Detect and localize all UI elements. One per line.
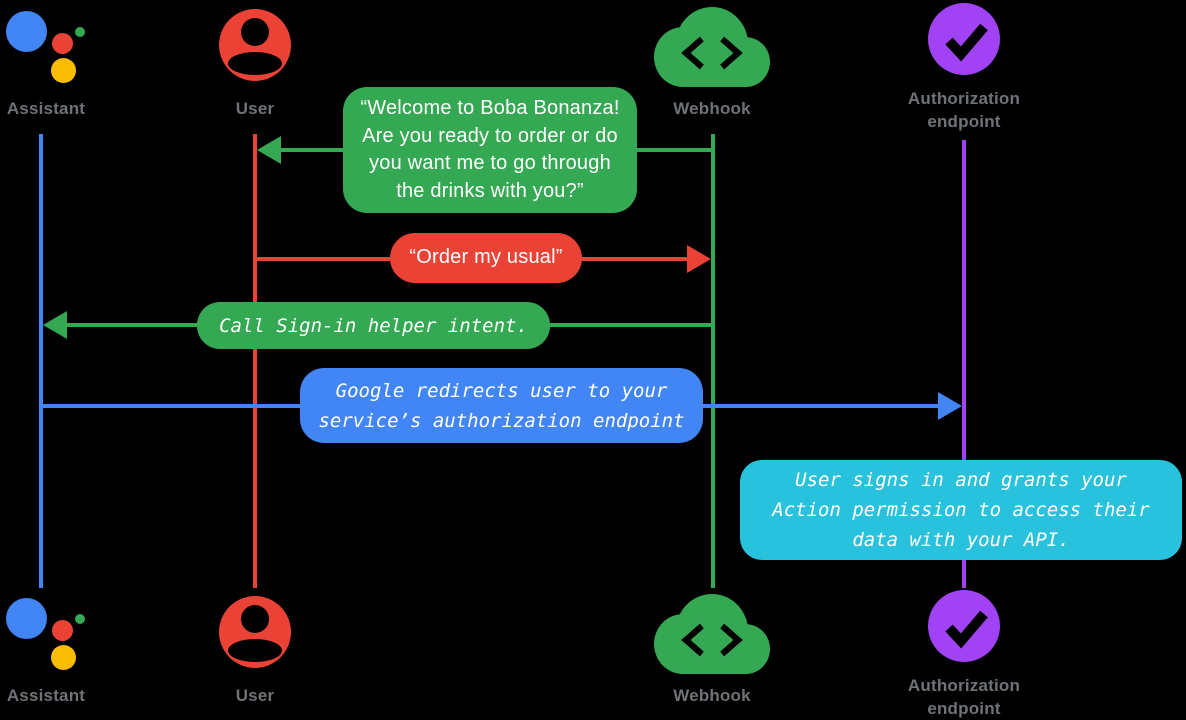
arrowhead-left-icon (43, 311, 67, 339)
authorization-endpoint-label-top: Authorization endpoint (894, 87, 1034, 133)
label-line: Authorization (907, 89, 1021, 108)
person-body-cutout (228, 639, 282, 662)
label-line: Authorization (907, 676, 1021, 695)
authorization-endpoint-label-bottom: Authorization endpoint (894, 674, 1034, 720)
assistant-blue-circle (6, 11, 47, 52)
message-bubble-welcome: “Welcome to Boba Bonanza! Are you ready … (343, 87, 637, 213)
user-person-icon-bottom (219, 596, 291, 668)
bubble-text-line: Call Sign-in helper intent. (219, 314, 528, 337)
bubble-text-line: Google redirects user to your (335, 379, 668, 402)
message-bubble-order: “Order my usual” (390, 233, 582, 283)
arrowhead-right-icon (687, 245, 711, 273)
authorization-checkmark-circle-icon-top (928, 3, 1000, 75)
assistant-label-bottom: Assistant (6, 686, 86, 705)
assistant-blue-circle (6, 598, 47, 639)
bubble-text-line: Are you ready to order or do (362, 124, 618, 147)
assistant-red-circle (52, 33, 73, 54)
label-line: endpoint (927, 112, 1001, 131)
arrowhead-left-icon (257, 136, 281, 164)
person-head-cutout (241, 18, 269, 46)
authorization-endpoint-lifeline (962, 140, 966, 588)
bubble-text-line: “Order my usual” (409, 246, 563, 269)
note-bubble-user-grants: User signs in and grants your Action per… (740, 460, 1182, 560)
webhook-lifeline (711, 134, 715, 588)
user-label-top: User (235, 99, 275, 118)
assistant-yellow-circle (51, 58, 76, 83)
bubble-text-line: “Welcome to Boba Bonanza! (360, 97, 620, 119)
bubble-text-line: User signs in and grants your (795, 469, 1127, 491)
webhook-label-top: Webhook (673, 99, 751, 118)
user-lifeline (253, 134, 257, 588)
label-line: endpoint (927, 699, 1001, 718)
webhook-cloud-code-icon-bottom (654, 594, 770, 674)
message-bubble-signin: Call Sign-in helper intent. (197, 302, 550, 349)
arrowhead-right-icon (938, 392, 962, 420)
bubble-text-line: data with your API. (852, 529, 1070, 551)
bubble-text-line: you want me to go through (369, 152, 611, 174)
authorization-checkmark-circle-icon-bottom (928, 590, 1000, 662)
assistant-green-dot (75, 614, 85, 624)
message-bubble-redirect: Google redirects user to your service’s … (300, 368, 703, 443)
assistant-yellow-circle (51, 645, 76, 670)
google-assistant-icon-bottom (0, 587, 92, 677)
user-label-bottom: User (235, 686, 275, 705)
webhook-cloud-code-icon-top (654, 7, 770, 87)
bubble-text-line: service’s authorization endpoint (318, 409, 685, 432)
google-assistant-icon-top (0, 0, 92, 90)
webhook-label-bottom: Webhook (673, 686, 751, 705)
person-body-cutout (228, 52, 282, 75)
bubble-text-line: the drinks with you?” (396, 179, 584, 202)
bubble-text-line: Action permission to access their (772, 499, 1150, 521)
assistant-red-circle (52, 620, 73, 641)
assistant-lifeline (39, 134, 43, 588)
user-person-icon-top (219, 9, 291, 81)
assistant-label-top: Assistant (6, 99, 86, 118)
assistant-green-dot (75, 27, 85, 37)
person-head-cutout (241, 605, 269, 633)
